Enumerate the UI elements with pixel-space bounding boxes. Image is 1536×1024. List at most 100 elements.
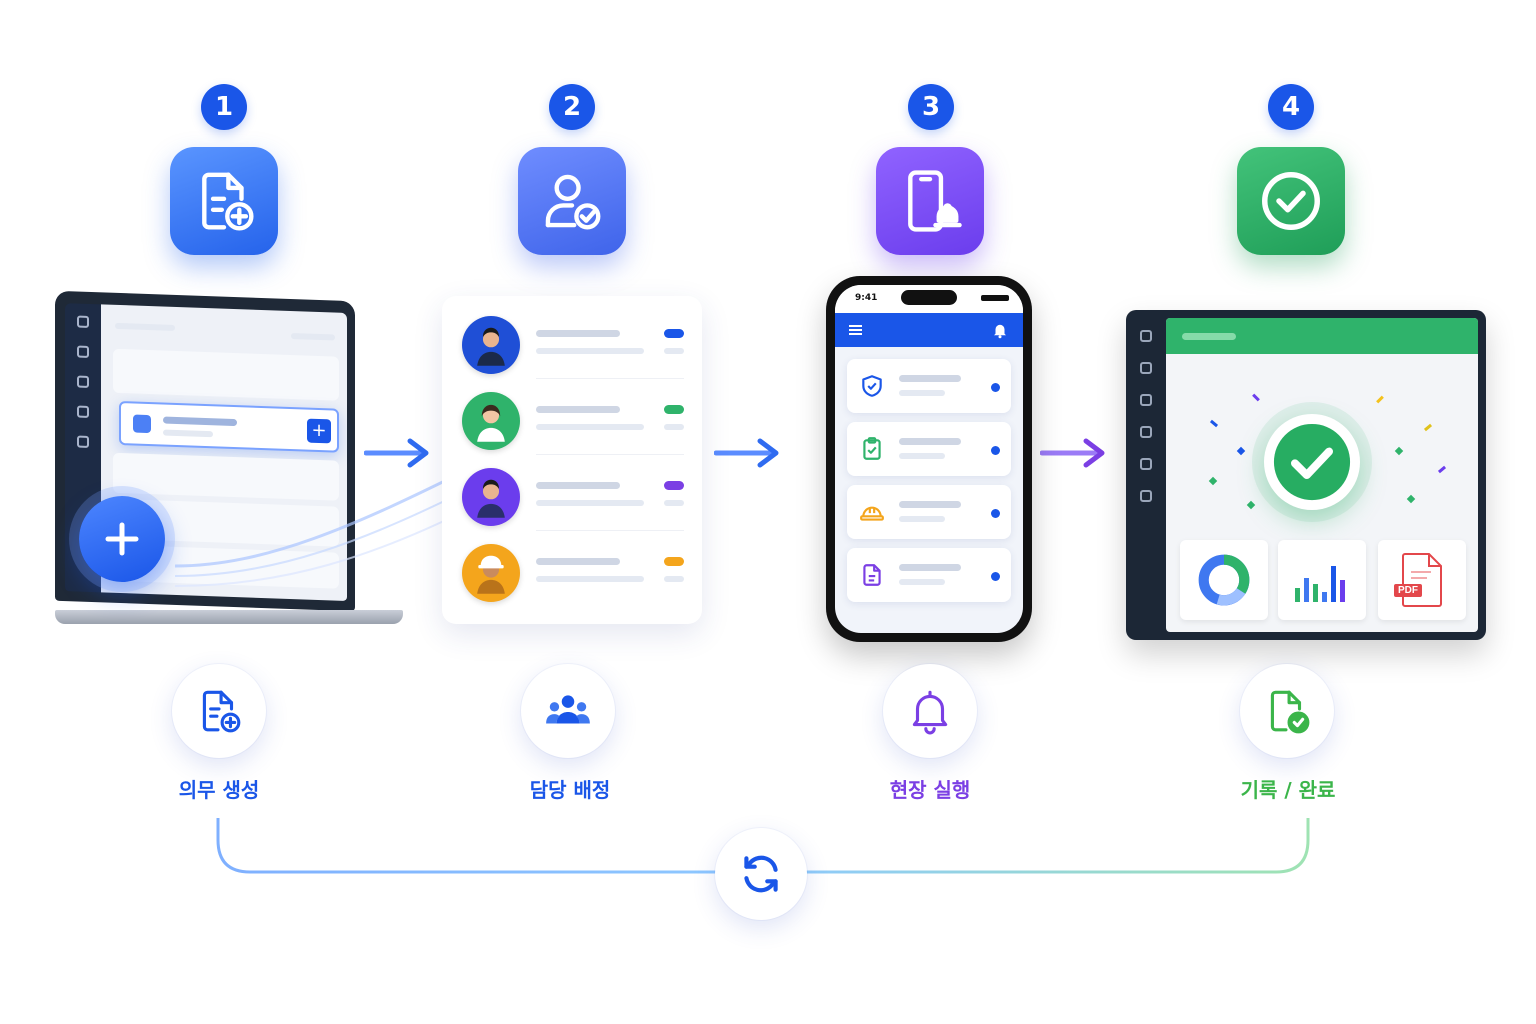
assignee-list-card [442,296,702,624]
status-dot [991,572,1000,581]
header-title-bar [1182,333,1236,340]
plus-icon [105,522,139,556]
task-sub-bar [899,516,945,522]
step-2-badge: 2 [549,84,595,130]
document-add-app-icon [170,147,278,255]
clipboard-check-icon [863,437,881,460]
divider [536,454,684,455]
laptop-base [55,610,403,624]
shield-check-icon [862,375,882,397]
menu-icon[interactable] [849,325,862,335]
detail-bar [664,424,684,430]
timeline-step-3[interactable] [883,664,977,758]
phone-illustration: 9:41 [826,276,1032,642]
assignee-row[interactable] [442,460,702,536]
status-bar: 9:41 [835,285,1023,313]
detail-bar [536,424,644,430]
check-circle-icon [1273,423,1351,501]
app-header [835,313,1023,347]
flow-arrow-1 [364,438,429,468]
step-1-label: 의무 생성 [178,778,260,802]
add-button[interactable] [79,496,165,582]
bell-icon [912,690,948,735]
status-dot [991,383,1000,392]
assignee-row[interactable] [442,384,702,460]
dynamic-island [901,290,957,305]
status-tag [664,405,684,414]
success-badge [1264,414,1360,510]
bar-chart-icon [1295,566,1345,602]
monitor-content: PDF [1166,318,1478,632]
sidebar-icon [1140,426,1152,438]
pdf-label: PDF [1394,584,1422,597]
avatar [462,316,520,374]
step-3-badge: 3 [908,84,954,130]
users-icon [546,695,590,724]
bar-chart-card [1278,540,1366,620]
task-card[interactable] [847,422,1011,476]
step-4-label: 기록 / 완료 [1240,778,1336,802]
name-bar [536,330,620,337]
name-bar [536,558,620,565]
task-title-bar [899,438,961,445]
donut-chart-icon [1198,554,1250,606]
phone-screen: 9:41 [835,285,1023,633]
assignee-row[interactable] [442,308,702,384]
data-flow-swoosh [175,464,475,587]
dashboard-monitor: PDF [1126,310,1486,640]
divider [536,378,684,379]
hard-hat-icon [860,506,884,521]
document-add-icon [202,690,241,733]
name-bar [536,482,620,489]
signal-battery-icon [981,295,1009,301]
sidebar-icon [1140,394,1152,406]
task-sub-bar [899,390,945,396]
pdf-report-card: PDF [1378,540,1466,620]
divider [536,530,684,531]
detail-bar [664,500,684,506]
task-sub-bar [899,579,945,585]
timeline-step-1[interactable] [172,664,266,758]
monitor-header [1166,318,1478,354]
timeline-step-2[interactable] [521,664,615,758]
task-card[interactable] [847,548,1011,602]
laptop-illustration: + [55,290,475,630]
status-time: 9:41 [855,293,878,303]
sidebar-icon [1140,458,1152,470]
avatar [462,468,520,526]
assignee-row[interactable] [442,536,702,612]
status-tag [664,329,684,338]
phone-bell-app-icon [876,147,984,255]
detail-bar [664,576,684,582]
task-title-bar [899,375,961,382]
detail-bar [664,348,684,354]
sidebar-icon [1140,330,1152,342]
cycle-button[interactable] [715,828,807,920]
monitor-sidebar [1126,310,1166,640]
avatar [462,392,520,450]
timeline-step-4[interactable] [1240,664,1334,758]
status-tag [664,557,684,566]
task-title-bar [899,564,961,571]
document-check-icon [1270,690,1310,734]
status-tag [664,481,684,490]
bell-icon[interactable] [991,321,1009,339]
refresh-icon [744,855,778,893]
avatar [462,544,520,602]
task-sub-bar [899,453,945,459]
step-4-badge: 4 [1268,84,1314,130]
task-title-bar [899,501,961,508]
check-circle-app-icon [1237,147,1345,255]
detail-bar [536,576,644,582]
name-bar [536,406,620,413]
flow-arrow-3 [1040,438,1105,468]
document-icon [863,564,881,586]
task-card[interactable] [847,359,1011,413]
detail-bar [536,500,644,506]
step-2-label: 담당 배정 [529,778,611,802]
user-check-app-icon [518,147,626,255]
donut-chart-card [1180,540,1268,620]
sidebar-icon [1140,362,1152,374]
sidebar-icon [1140,490,1152,502]
task-card[interactable] [847,485,1011,539]
